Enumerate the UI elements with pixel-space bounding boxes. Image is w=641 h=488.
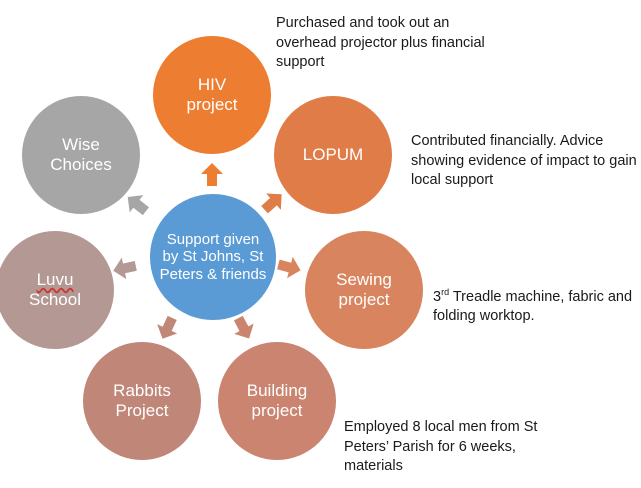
node-wise-label: Wise Choices — [50, 135, 112, 174]
node-luvu-label-rest: School — [29, 290, 81, 309]
note-lopum: Contributed financially. Advice showing … — [411, 133, 637, 189]
center-node-label: Support given by St Johns, St Peters & f… — [159, 231, 267, 283]
node-building-label: Building project — [246, 381, 308, 420]
node-lopum: LOPUM — [274, 96, 392, 214]
arrow-to-building — [233, 315, 254, 339]
arrow-to-wise — [127, 195, 149, 216]
node-hiv-project: HIV project — [153, 36, 271, 154]
node-building-project: Building project — [218, 342, 336, 460]
node-rabbits-label: Rabbits Project — [113, 381, 171, 420]
node-luvu-label-first: Luvu — [36, 270, 74, 290]
node-wise-choices: Wise Choices — [22, 96, 140, 214]
note-sewing: 3rd Treadle machine, fabric and folding … — [433, 286, 633, 327]
arrow-to-rabbits — [157, 315, 178, 339]
note-hiv: Purchased and took out an overhead proje… — [276, 15, 485, 71]
note-sewing-sup: rd — [441, 287, 450, 297]
node-hiv-label: HIV project — [186, 75, 238, 114]
node-sewing-label: Sewing project — [336, 270, 392, 309]
note-building: Employed 8 local men from St Peters’ Par… — [344, 419, 538, 475]
arrow-to-sewing — [277, 256, 301, 279]
node-sewing-project: Sewing project — [305, 231, 423, 349]
note-sewing-ordinal: 3 — [433, 288, 442, 305]
arrow-to-luvu — [113, 257, 137, 280]
note-sewing-rest: Treadle machine, fabric and folding work… — [433, 288, 633, 325]
node-rabbits-project: Rabbits Project — [83, 342, 201, 460]
node-lopum-label: LOPUM — [302, 145, 364, 165]
center-node: Support given by St Johns, St Peters & f… — [148, 192, 278, 322]
arrow-to-hiv — [201, 163, 223, 186]
arrow-to-lopum — [261, 193, 282, 214]
